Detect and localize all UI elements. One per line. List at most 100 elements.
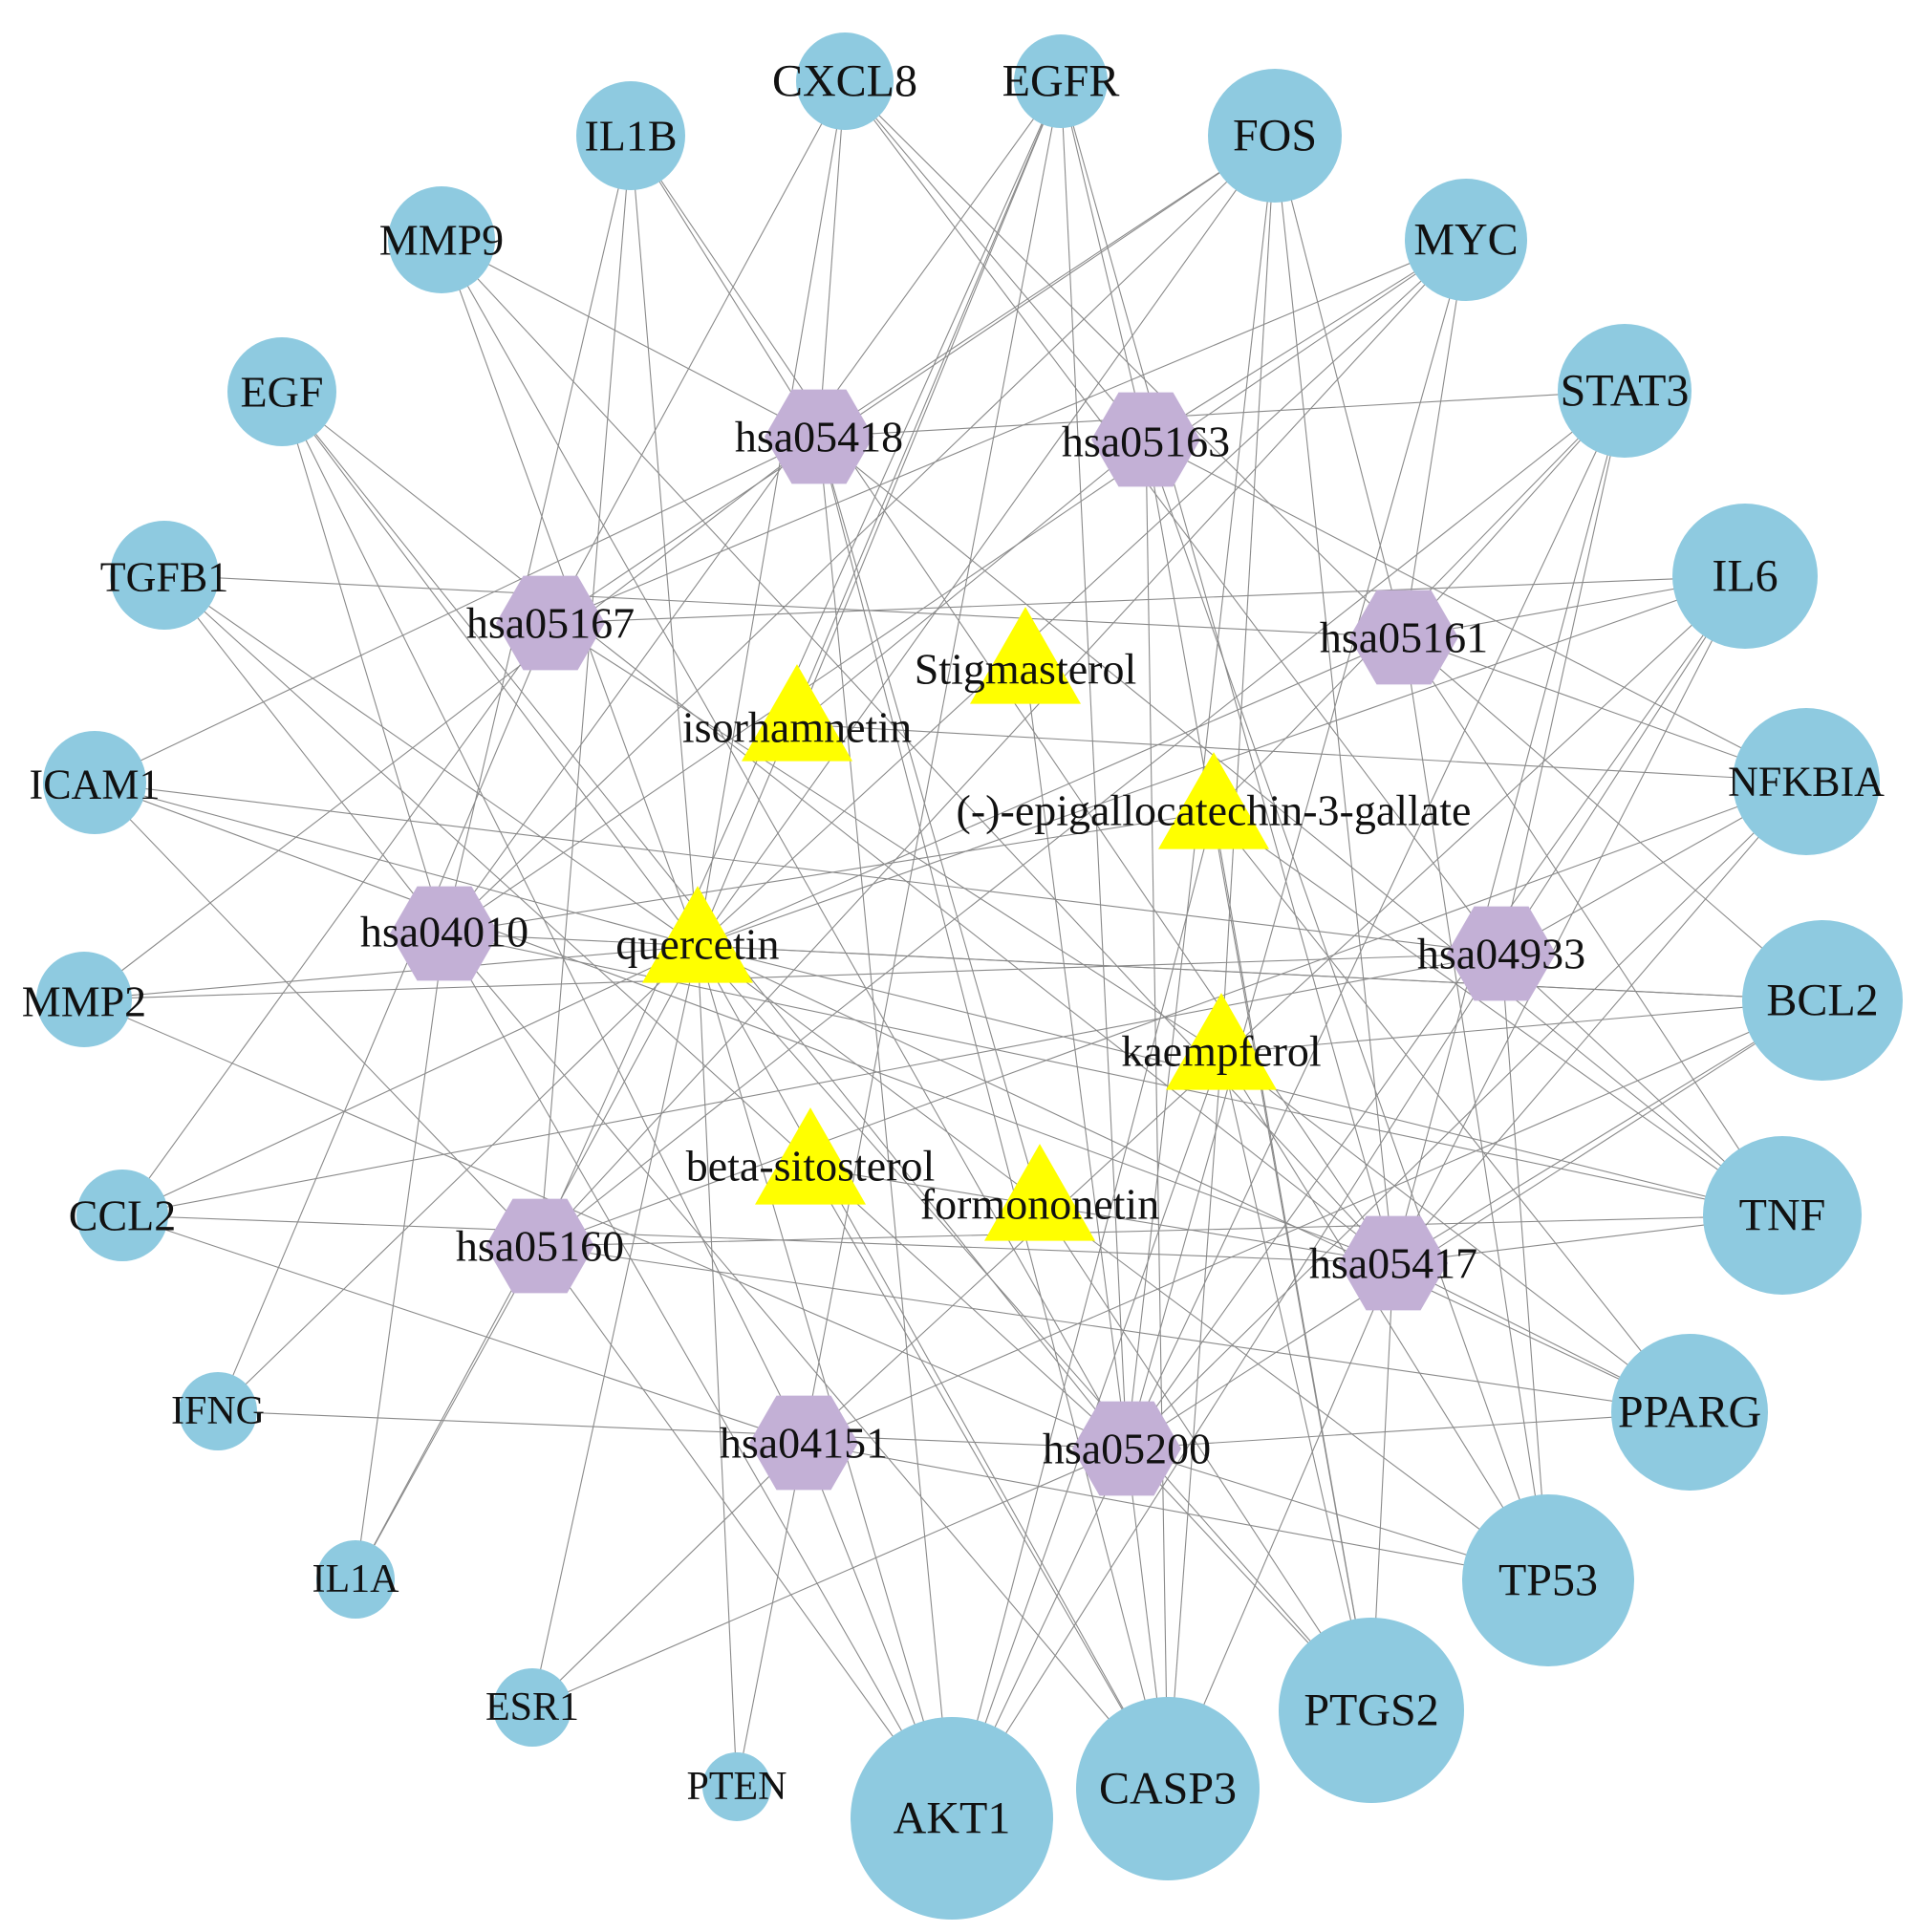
edge-egfr-hsa05417	[1060, 80, 1394, 1264]
edge-ccl2-hsa04933	[121, 953, 1502, 1216]
edge-mmp9-hsa05417	[441, 239, 1394, 1264]
edge-cxcl8-hsa05163	[844, 80, 1147, 440]
node-label-casp3: CASP3	[1099, 1764, 1237, 1814]
gene-node-pten: PTEN	[687, 1752, 787, 1821]
gene-node-cxcl8: CXCL8	[772, 32, 917, 130]
edge-fos-hsa04010	[443, 135, 1276, 934]
pathway-node-hsa05160: hsa05160	[456, 1198, 624, 1294]
compound-triangle	[1166, 993, 1277, 1090]
node-label-tp53: TP53	[1498, 1556, 1598, 1606]
node-label-hsa05163: hsa05163	[1062, 418, 1230, 466]
edge-mmp2-quercetin	[83, 945, 699, 1000]
edge-egf-hsa05417	[281, 391, 1394, 1264]
compound-triangle	[642, 886, 753, 983]
gene-circle	[1208, 69, 1342, 203]
edge-tp53-hsa05161	[1403, 636, 1549, 1581]
edge-ccl2-quercetin	[121, 945, 699, 1216]
node-label-stigmasterol: Stigmasterol	[915, 645, 1137, 694]
gene-node-pparg: PPARG	[1611, 1334, 1768, 1491]
edge-tnf-hsa05161	[1403, 636, 1783, 1216]
edge-casp3-hsa05418	[818, 436, 1169, 1790]
edge-nfkbia-hsa05163	[1145, 439, 1807, 783]
node-label-beta-sitosterol: beta-sitosterol	[686, 1142, 936, 1191]
node-label-il1b: IL1B	[584, 112, 677, 161]
edge-tp53-hsa05163	[1145, 439, 1549, 1581]
edge-tp53-hsa04151	[803, 1442, 1549, 1581]
edge-casp3-beta-sitosterol	[809, 1167, 1169, 1790]
gene-node-fos: FOS	[1208, 69, 1342, 203]
edge-nfkbia-hsa05200	[1126, 781, 1807, 1449]
edge-egfr-quercetin	[697, 80, 1062, 947]
node-label-myc: MYC	[1413, 215, 1518, 266]
edge-ptgs2-kaempferol	[1220, 1052, 1372, 1711]
compound-triangle	[1158, 752, 1269, 849]
node-label-kaempferol: kaempferol	[1121, 1027, 1321, 1076]
gene-node-ifng: IFNG	[171, 1372, 265, 1450]
edge-il6-hsa05417	[1392, 575, 1746, 1264]
gene-circle	[316, 1540, 395, 1619]
edge-myc-hsa05200	[1126, 239, 1467, 1449]
gene-circle	[110, 521, 219, 630]
node-label-esr1: ESR1	[485, 1685, 579, 1729]
pathway-hexagon	[390, 886, 499, 981]
edge-layer	[83, 80, 1823, 1819]
edge-fos-hsa05167	[550, 135, 1276, 624]
pathway-hexagon	[749, 1395, 858, 1491]
gene-circle	[1076, 1697, 1260, 1880]
node-label-bcl2: BCL2	[1766, 976, 1878, 1026]
gene-node-icam1: ICAM1	[30, 731, 160, 834]
edge-egf-hsa04151	[281, 391, 805, 1444]
gene-circle	[179, 1372, 257, 1450]
pathway-node-hsa04151: hsa04151	[720, 1395, 888, 1491]
gene-circle	[1672, 504, 1818, 649]
gene-circle	[1733, 708, 1880, 855]
edge-egfr-hsa05160	[539, 80, 1062, 1247]
gene-node-akt1: AKT1	[851, 1717, 1053, 1920]
edge-tnf-egcg	[1213, 811, 1783, 1216]
edge-tnf-hsa05160	[539, 1214, 1783, 1247]
edge-stat3-hsa05200	[1126, 390, 1626, 1449]
gene-circle	[227, 337, 336, 446]
gene-node-il1a: IL1A	[312, 1540, 400, 1619]
gene-node-stat3: STAT3	[1558, 324, 1692, 458]
edge-mmp2-hsa04933	[83, 953, 1502, 1000]
pathway-node-hsa05417: hsa05417	[1309, 1215, 1477, 1311]
node-label-stat3: STAT3	[1561, 366, 1690, 417]
edge-casp3-hsa05417	[1167, 1262, 1394, 1790]
pathway-hexagon	[1349, 590, 1458, 685]
gene-node-ccl2: CCL2	[69, 1170, 176, 1261]
compound-triangle	[755, 1107, 866, 1205]
compound-node-isorhamnetin: isorhamnetin	[682, 664, 912, 762]
node-label-il1a: IL1A	[312, 1557, 400, 1601]
edge-akt1-hsa04933	[951, 953, 1502, 1819]
edge-mmp2-hsa05418	[83, 436, 820, 1000]
edge-kaempferol-hsa05167	[550, 622, 1222, 1054]
edge-tnf-hsa05418	[818, 436, 1783, 1216]
edge-il6-quercetin	[697, 575, 1746, 947]
edge-tgfb1-quercetin	[163, 574, 699, 947]
edge-casp3-hsa04010	[443, 933, 1169, 1790]
edge-il1b-hsa05418	[630, 135, 820, 438]
pathway-node-hsa05161: hsa05161	[1320, 590, 1488, 685]
edge-il1a-hsa05160	[355, 1245, 541, 1580]
edge-icam1-hsa05160	[94, 782, 541, 1247]
edge-bcl2-quercetin	[697, 945, 1823, 1001]
gene-node-myc: MYC	[1405, 179, 1527, 301]
edge-casp3-kaempferol	[1167, 1052, 1222, 1790]
node-label-cxcl8: CXCL8	[772, 56, 917, 107]
gene-node-tnf: TNF	[1703, 1136, 1862, 1295]
gene-node-casp3: CASP3	[1076, 1697, 1260, 1880]
edge-ccl2-hsa05417	[121, 1214, 1394, 1264]
edge-isorhamnetin-hsa05163	[796, 439, 1147, 725]
compound-node-quercetin: quercetin	[615, 886, 780, 983]
edge-stat3-hsa05418	[818, 390, 1626, 438]
pathway-node-hsa05200: hsa05200	[1043, 1401, 1211, 1496]
edge-myc-hsa05163	[1145, 239, 1467, 440]
edge-icam1-hsa05417	[94, 782, 1394, 1264]
edge-pparg-kaempferol	[1220, 1052, 1691, 1413]
edge-esr1-quercetin	[531, 945, 699, 1708]
pathway-node-hsa05167: hsa05167	[466, 575, 635, 671]
pathway-hexagon	[496, 575, 605, 671]
edge-stat3-hsa05417	[1392, 390, 1626, 1264]
